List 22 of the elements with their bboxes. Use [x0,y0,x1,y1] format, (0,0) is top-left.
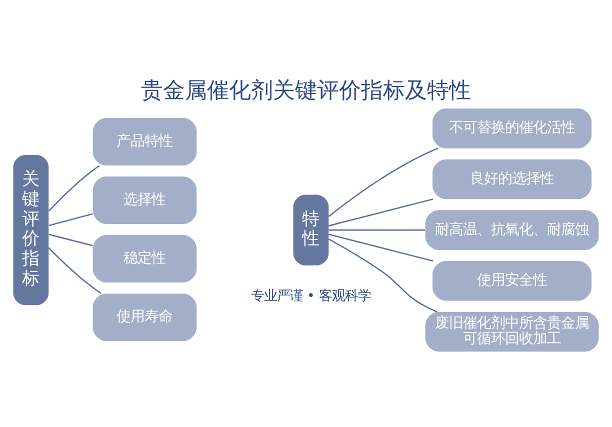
connector [328,148,438,217]
node-box: 良好的选择性 [432,159,592,200]
connector [48,213,93,226]
node-box: 稳定性 [92,235,197,283]
connector [328,238,438,312]
node-box: 不可替换的催化活性 [432,108,592,148]
connector [328,229,426,231]
connector [48,234,93,246]
node-box: 使用安全性 [432,261,592,301]
connector [48,165,100,212]
node-box: 特性 [293,194,329,266]
node-box: 使用寿命 [92,294,197,342]
node-box: 产品特性 [92,118,197,166]
node-box: 耐高温、抗氧化、耐腐蚀 [425,210,599,250]
node-box: 关键评价指标 [13,154,49,306]
label: 专业严谨 • 客观科学 [250,288,372,304]
node-box: 废旧催化剂中所含贵金属可循环回收加工 [425,312,599,352]
connector [48,247,102,294]
diagram-title: 贵金属催化剂关键评价指标及特性 [141,78,471,104]
connector [328,198,434,226]
connector [328,234,434,262]
node-box: 选择性 [92,176,197,224]
